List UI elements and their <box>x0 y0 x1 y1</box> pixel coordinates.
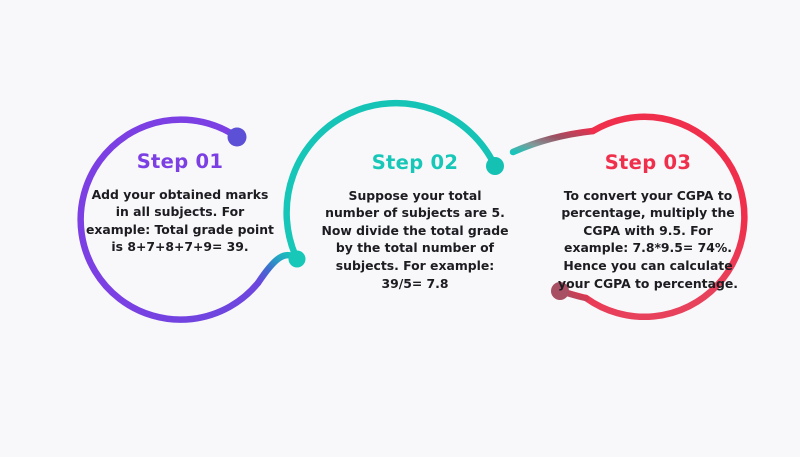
step-02-title: Step 02 <box>371 151 459 174</box>
step-02-arc <box>283 99 499 263</box>
step-02-endpoint-dot <box>486 157 504 175</box>
connector-step2-step3 <box>509 127 597 156</box>
step-03-arc <box>582 113 748 320</box>
step-01-title: Step 01 <box>136 150 224 173</box>
step-03-start-dot <box>551 282 569 300</box>
step-01-arc <box>77 116 262 323</box>
step-03-title: Step 03 <box>604 151 692 174</box>
step-02-start-dot <box>288 250 306 268</box>
step-01-endpoint-dot <box>227 127 247 147</box>
